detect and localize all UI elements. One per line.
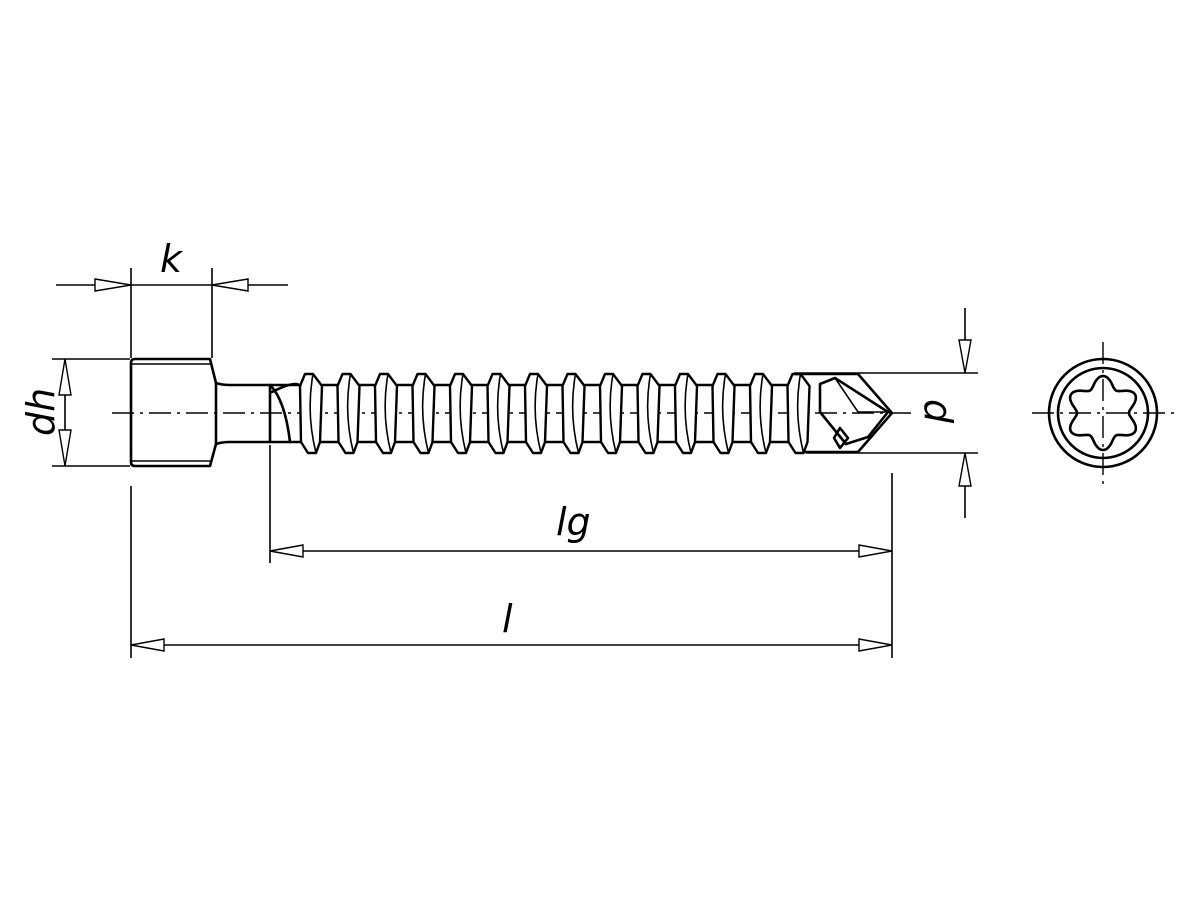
dimension-d: d [794,308,978,518]
tip-flute-edge [834,377,888,413]
k-arrow-right [211,278,249,292]
dh-arrow-top [58,358,72,396]
thread-helix [684,373,692,454]
l-arrow-right [858,638,893,652]
lg-label: lg [556,500,591,544]
tip-flute [818,376,890,446]
k-arrow-left [94,278,132,292]
dimension-dh: dh [19,358,130,467]
dimension-l: l [130,486,893,658]
l-label: l [502,597,513,641]
head-inner-circle [1056,366,1150,460]
thread-helix [609,373,617,454]
dimension-lg: lg [269,445,893,658]
thread-helix [346,373,355,454]
thread-helix [796,373,805,454]
d-arrow-top [958,339,972,374]
thread-helix [384,373,392,454]
d-label: d [916,399,960,424]
lg-arrow-right [858,544,893,558]
thread-helix [646,373,655,454]
dimension-k: k [56,237,288,358]
thread-flights [268,372,811,455]
screw-drill-tip [793,372,894,454]
lg-arrow-left [269,544,304,558]
thread-helix [534,373,542,454]
thread-runout [268,382,302,444]
d-arrow-bottom [958,452,972,487]
thread-helix [459,373,467,454]
dh-label: dh [19,388,63,436]
thread-helix [721,373,730,454]
thread-helix [421,373,430,454]
tip-cutter [832,426,850,450]
dh-arrow-bottom [58,429,72,467]
thread-helix [496,373,505,454]
screw-end-view [1032,342,1174,484]
l-arrow-left [130,638,165,652]
thread-helix [759,373,767,454]
thread-helix [571,373,580,454]
screw-side-view [112,357,912,468]
thread-helix [309,373,317,454]
head-outer-circle [1047,357,1159,469]
k-label: k [160,237,184,281]
hexalobular-drive-icon [1068,374,1138,452]
